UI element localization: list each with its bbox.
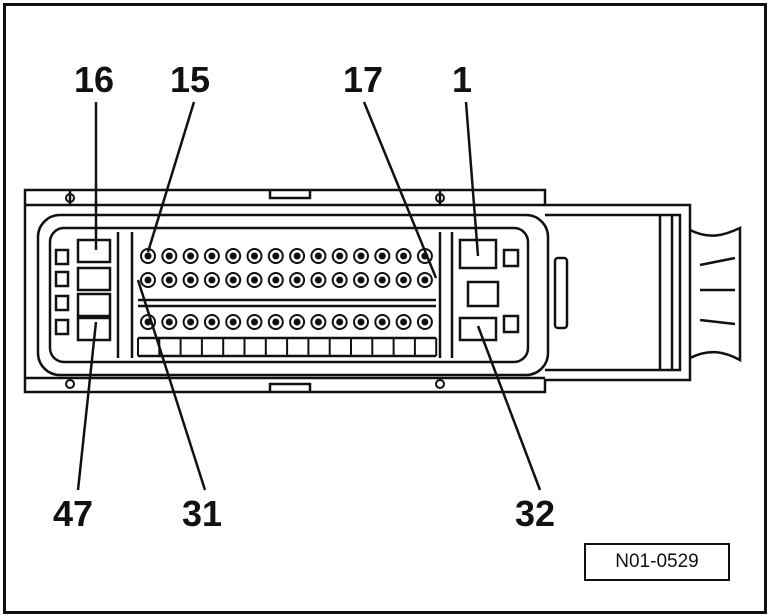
pin-label-15: 15	[170, 59, 211, 100]
pin-contact-center	[293, 318, 301, 326]
leader-line-31	[136, 279, 207, 491]
pin-contact-center	[400, 252, 408, 260]
pin-contact-center	[336, 252, 344, 260]
mount-hole-top-right	[435, 193, 445, 203]
pin-contact-center	[400, 318, 408, 326]
locking-lever	[545, 213, 682, 372]
pin-contact-center	[187, 276, 195, 284]
leader-line-17	[362, 101, 438, 279]
pin-label-47: 47	[53, 493, 94, 534]
housing-top-ridge	[25, 190, 545, 207]
pin-contact-center	[357, 276, 365, 284]
pin-contact-center	[272, 276, 280, 284]
pin-contact-center	[293, 252, 301, 260]
pin-label-16: 16	[74, 59, 115, 100]
lever-handle	[689, 226, 742, 363]
pin-label-32: 32	[515, 493, 556, 534]
pin-contact-center	[378, 318, 386, 326]
leader-line-1	[464, 101, 480, 257]
pin-contact-center	[357, 252, 365, 260]
pin-contact-center	[378, 276, 386, 284]
pin-contact-center	[421, 276, 429, 284]
pin-contact-center	[357, 318, 365, 326]
pin-contact-center	[144, 276, 152, 284]
pin-contact-center	[187, 318, 195, 326]
pin-contact-center	[208, 318, 216, 326]
mount-hole-bottom-right	[435, 379, 445, 389]
pin-contact-center	[314, 276, 322, 284]
pin-contact-center	[314, 318, 322, 326]
figure-reference-code: N01-0529	[584, 543, 730, 581]
housing-bottom-ridge	[25, 376, 545, 392]
pin-contact-center	[208, 276, 216, 284]
pin-contact-center	[336, 276, 344, 284]
connector-pin-field	[48, 226, 530, 364]
pin-contact-center	[272, 318, 280, 326]
pin-contact-center	[400, 276, 408, 284]
pin-contact-center	[293, 276, 301, 284]
pin-contact-center	[378, 252, 386, 260]
pin-contact-center	[165, 252, 173, 260]
pin-contact-center	[336, 318, 344, 326]
connector-housing-outline	[23, 188, 692, 394]
pin-contact-center	[421, 318, 429, 326]
image-frame	[3, 3, 767, 614]
pin-contact-center	[165, 276, 173, 284]
pin-label-1: 1	[452, 59, 473, 100]
pin-contact-center	[272, 252, 280, 260]
pin-label-17: 17	[343, 59, 384, 100]
pin-contact-center	[144, 252, 152, 260]
leader-line-47	[76, 321, 98, 491]
pin-contact-center	[251, 318, 258, 326]
leader-line-32	[476, 325, 542, 491]
pin-contact-center	[229, 252, 237, 260]
pin-contact-center	[165, 318, 173, 326]
pin-contact-center	[251, 276, 258, 284]
pin-contact-center	[187, 252, 195, 260]
pin-contact-center	[229, 276, 237, 284]
mount-hole-top-left	[65, 193, 75, 203]
pin-contact-center	[251, 252, 258, 260]
pin-contact-center	[208, 252, 216, 260]
pin-contact-center	[314, 252, 322, 260]
leader-line-15	[146, 101, 196, 253]
connector-inner-shell	[36, 213, 550, 377]
pin-contact-center	[229, 318, 237, 326]
mount-hole-bottom-left	[65, 379, 75, 389]
pin-label-31: 31	[182, 493, 223, 534]
